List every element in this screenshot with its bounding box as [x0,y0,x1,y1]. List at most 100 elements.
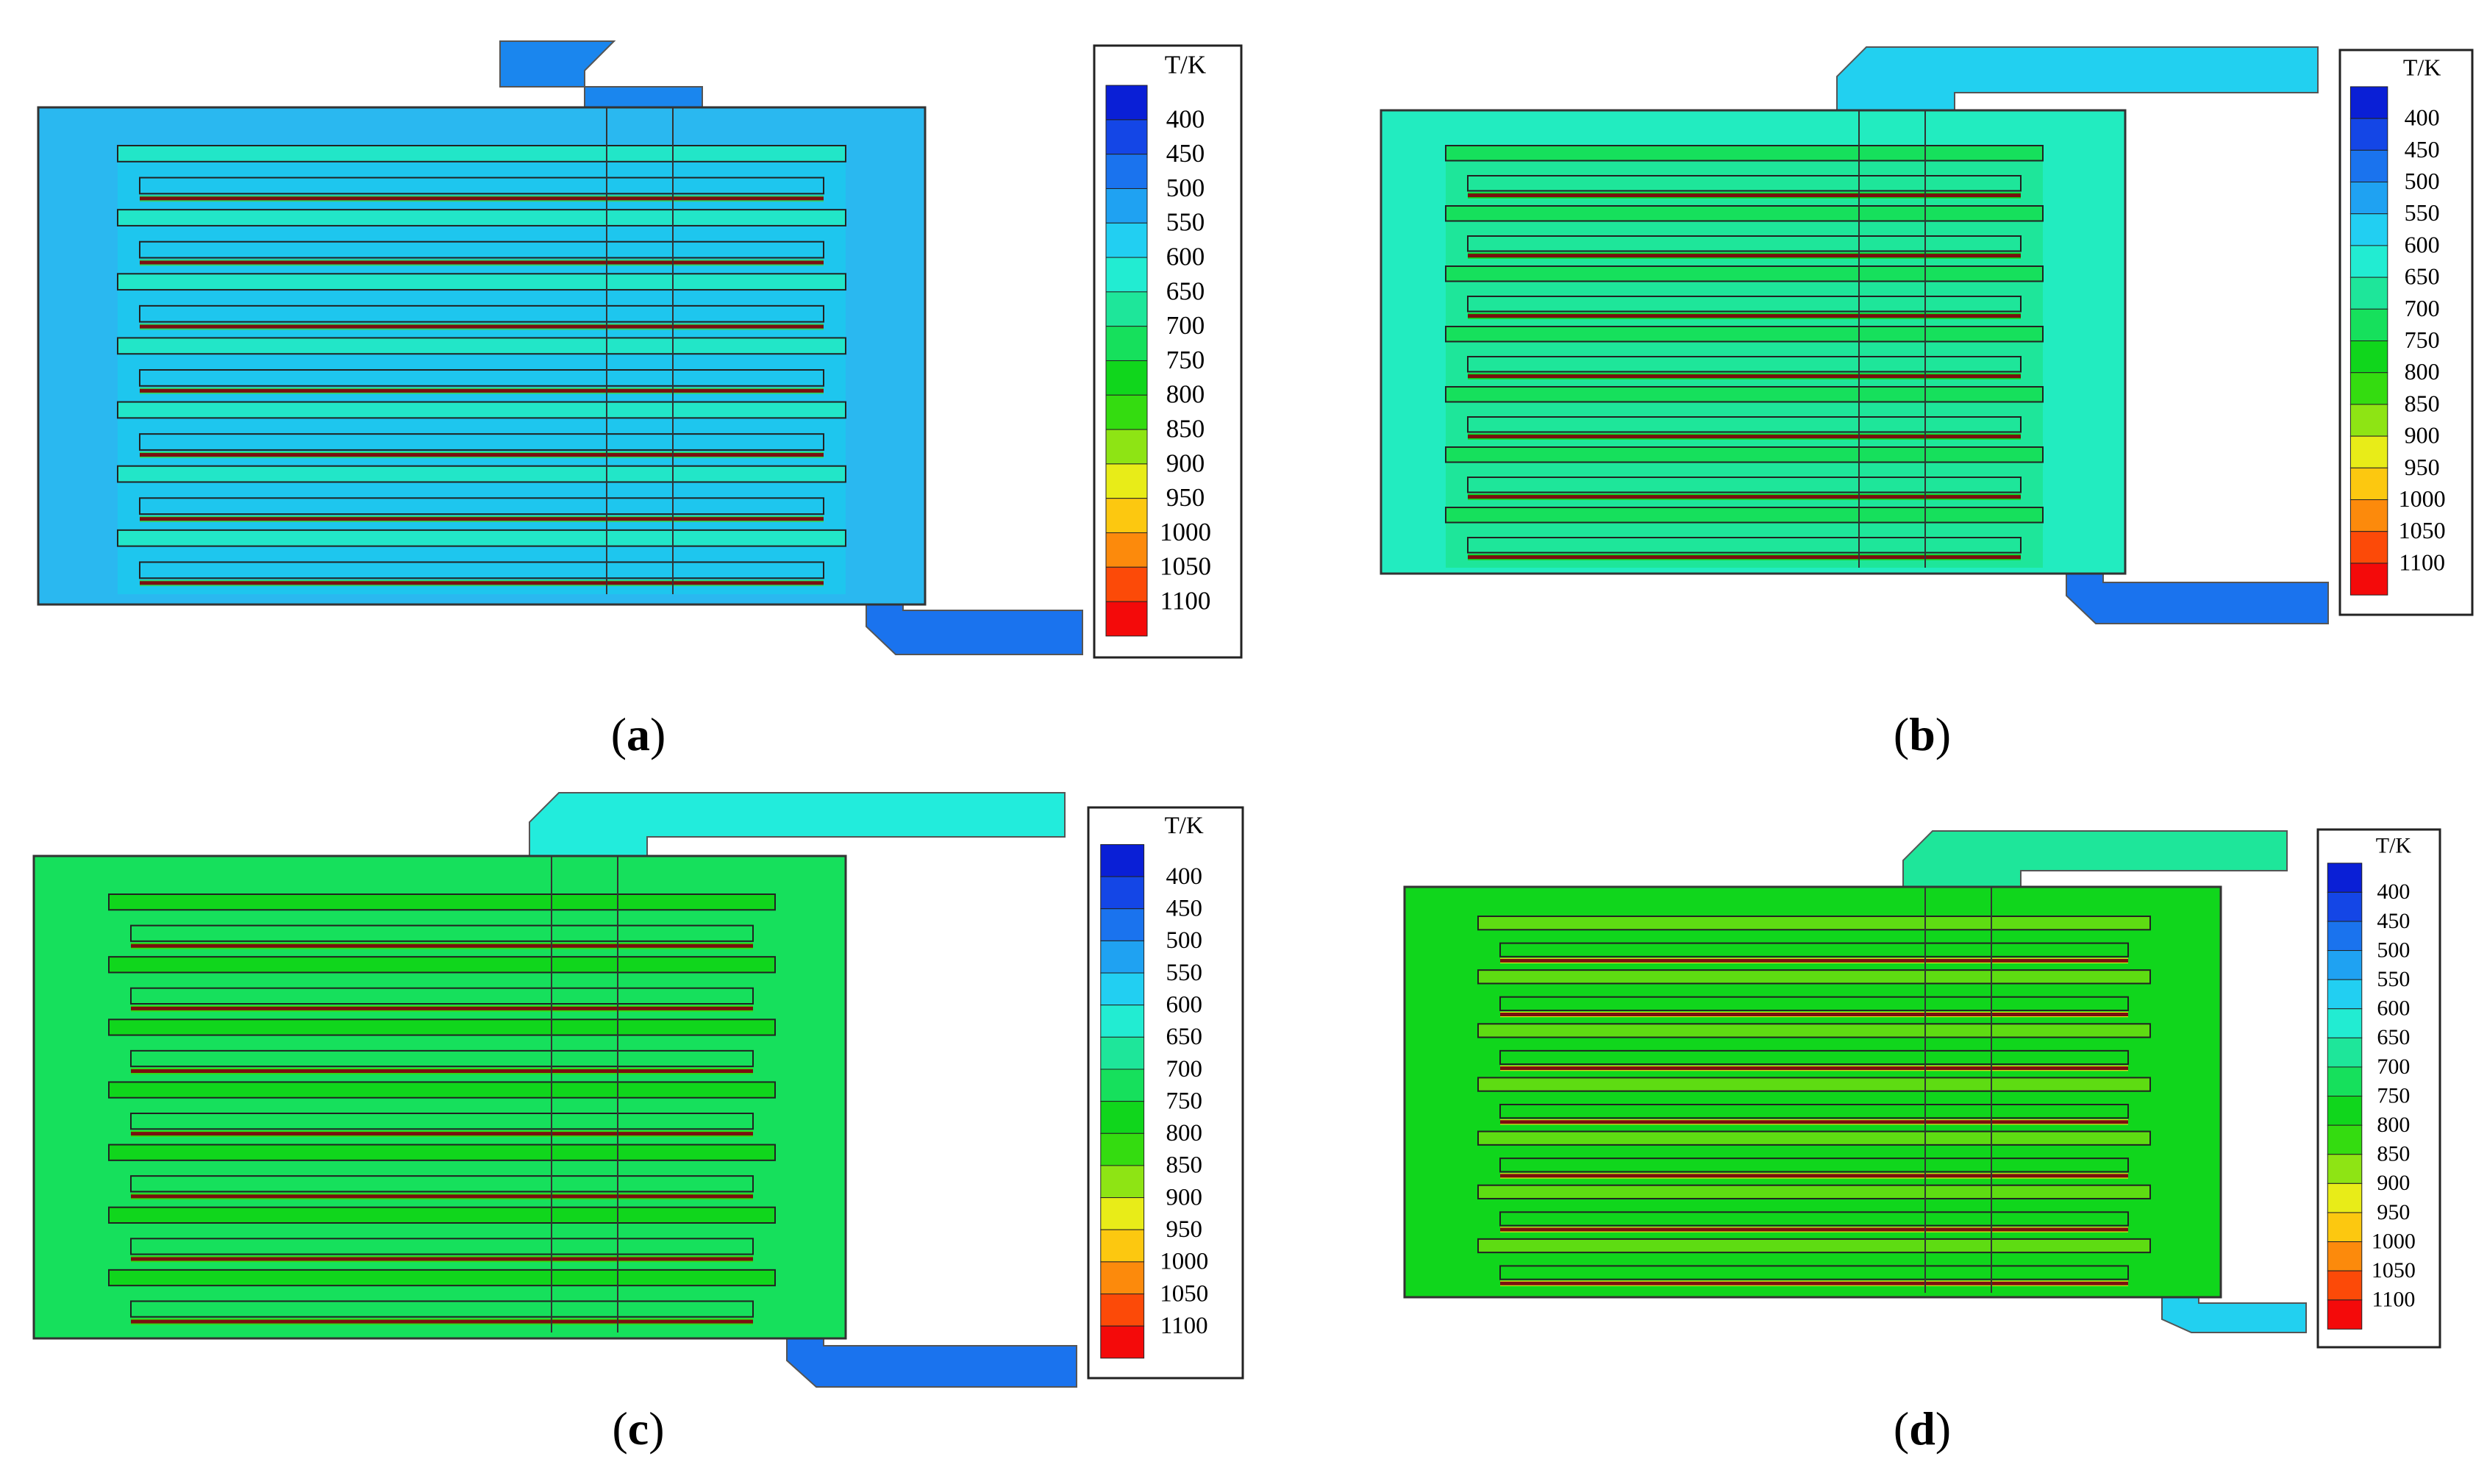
panel-a: T/K4004505005506006507007508008509009501… [37,40,1243,760]
colorbar-tick-label: 400 [1166,104,1205,133]
plate [1467,356,2022,373]
plate [117,273,846,291]
plate [1445,145,2044,162]
colorbar-tick-label: 1050 [1160,552,1211,581]
colorbar-tick-label: 1050 [1160,1280,1208,1307]
colorbar-swatch [2327,1241,2363,1271]
colorbar-tick-label: 700 [1166,1056,1202,1082]
colorbar: T/K4004505005506006507007508008509009501… [1087,806,1244,1380]
plate [1499,1104,2129,1119]
inlet-duct [499,40,703,108]
colorbar-swatch [2327,1008,2363,1038]
colorbar-swatch [1100,1325,1145,1359]
plate [1499,1265,2129,1280]
plate [1445,446,2044,463]
colorbar-swatch [2349,340,2388,374]
colorbar-tick-label: 500 [1166,927,1202,954]
caption-open-paren: ( [1894,708,1909,760]
caption-close-paren: ) [1935,1402,1951,1455]
colorbar-tick-label: 600 [1166,242,1205,271]
plate [117,209,846,226]
colorbar-swatch [1105,188,1148,224]
caption-open-paren: ( [612,1402,627,1455]
colorbar-tick-label: 1100 [2372,1288,2415,1312]
plate [139,176,824,195]
colorbar-swatch [2327,1124,2363,1155]
plate [139,497,824,516]
colorbar-swatch [1105,326,1148,361]
colorbar-title: T/K [2376,834,2412,858]
colorbar-swatch [1105,429,1148,465]
inlet-duct [529,792,1066,857]
plate [139,561,824,579]
plate [117,337,846,355]
colorbar-swatch [1105,119,1148,155]
plate [130,1238,754,1255]
outlet-duct [866,604,1083,655]
caption-close-paren: ) [1935,708,1951,760]
colorbar-swatch [2349,149,2388,183]
colorbar-tick-label: 550 [2405,199,2440,226]
colorbar-tick-label: 400 [2377,880,2410,904]
plate [1499,996,2129,1011]
outlet-duct [2161,1296,2307,1333]
colorbar-tick-label: 700 [2405,295,2440,321]
colorbar-swatch [1100,908,1145,941]
colorbar-tick-label: 850 [1166,414,1205,443]
colorbar-tick-label: 550 [1166,208,1205,237]
colorbar-swatch [2327,979,2363,1010]
colorbar-swatch [1100,1132,1145,1166]
colorbar-swatch [2327,921,2363,952]
colorbar-title: T/K [1165,813,1204,839]
colorbar-swatch [2327,1066,2363,1097]
inlet-duct [1836,46,2319,111]
caption-close-paren: ) [650,708,666,760]
colorbar-tick-label: 600 [1166,991,1202,1018]
colorbar-swatch [1100,876,1145,910]
outlet-duct [786,1338,1077,1388]
plate [1445,205,2044,222]
colorbar-tick-label: 850 [2377,1142,2410,1166]
colorbar-tick-label: 800 [2377,1113,2410,1137]
colorbar-tick-label: 1000 [1160,518,1211,546]
plate [108,956,776,974]
colorbar-tick-label: 650 [1166,1024,1202,1050]
colorbar-title: T/K [2403,54,2441,81]
colorbar-tick-label: 800 [2405,358,2440,385]
colorbar-swatch [1105,463,1148,499]
colorbar-swatch [1105,532,1148,568]
colorbar-tick-label: 1050 [2399,517,2446,543]
plate [1467,175,2022,192]
colorbar-tick-label: 750 [1166,1088,1202,1114]
colorbar: T/K4004505005506006507007508008509009501… [2316,828,2441,1349]
colorbar-swatch [1105,498,1148,533]
colorbar-swatch [1105,85,1148,121]
plate [1445,265,2044,282]
colorbar-swatch [2327,1037,2363,1068]
colorbar-tick-label: 1100 [2399,549,2445,575]
caption-close-paren: ) [649,1402,664,1455]
inlet-duct [1902,830,2288,888]
colorbar-swatch [1100,843,1145,877]
colorbar-tick-label: 650 [2377,1025,2410,1049]
colorbar-swatch [2349,499,2388,532]
plate [1477,1130,2151,1146]
plate [108,1144,776,1161]
colorbar-tick-label: 1000 [2372,1229,2416,1253]
colorbar-tick-label: 550 [2377,967,2410,991]
colorbar-tick-label: 750 [2377,1083,2410,1107]
colorbar-tick-label: 850 [2405,390,2440,416]
colorbar-tick-label: 1000 [2399,485,2446,512]
colorbar-swatch [1105,394,1148,430]
colorbar-swatch [1100,1101,1145,1134]
plate [139,304,824,323]
caption-letter: d [1909,1402,1935,1455]
colorbar-tick-label: 500 [2405,168,2440,194]
plate [108,1206,776,1224]
colorbar-tick-label: 650 [2405,263,2440,290]
colorbar-swatch [1100,1229,1145,1263]
colorbar-swatch [1100,1036,1145,1070]
panel-b: T/K4004505005506006507007508008509009501… [1380,46,2474,760]
colorbar-tick-label: 450 [2405,136,2440,163]
panel-c: T/K4004505005506006507007508008509009501… [32,792,1244,1455]
